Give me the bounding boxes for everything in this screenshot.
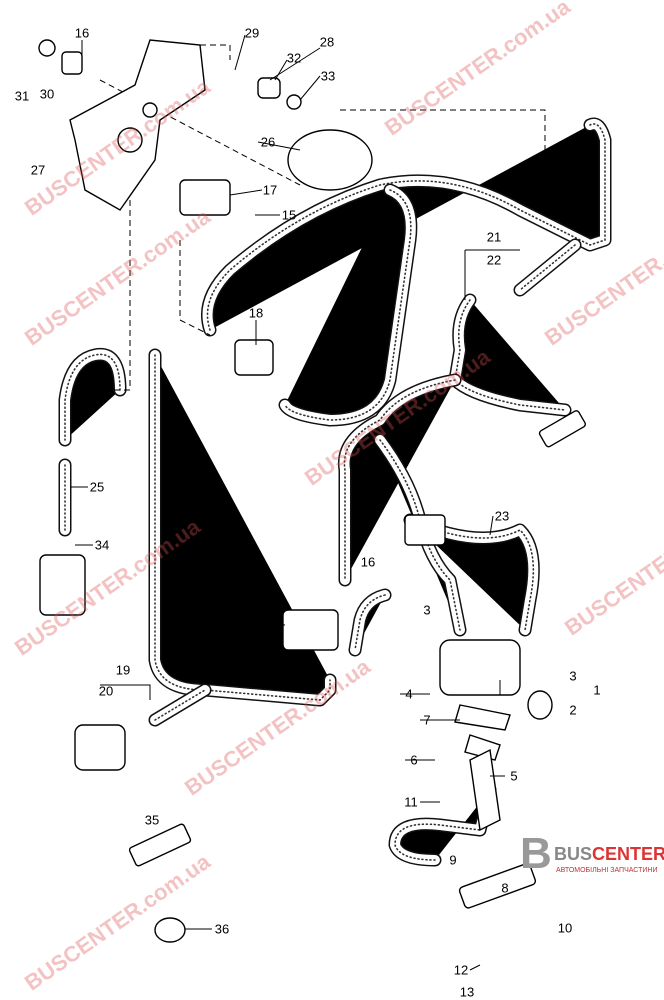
logo-b-mark: B bbox=[520, 829, 552, 878]
callout-number: 23 bbox=[494, 508, 510, 524]
solenoid-valve-17 bbox=[179, 179, 231, 216]
callout-number: 25 bbox=[89, 479, 105, 495]
callout-number: 9 bbox=[449, 852, 457, 868]
hose bbox=[379, 439, 461, 631]
callout-number: 21 bbox=[486, 229, 502, 245]
callout-number: 10 bbox=[557, 920, 573, 936]
callout-number: 16 bbox=[360, 554, 376, 570]
hose-render bbox=[58, 117, 612, 867]
callout-number: 13 bbox=[459, 984, 475, 1000]
callout-number: 27 bbox=[30, 162, 46, 178]
hose bbox=[519, 244, 576, 291]
callout-number: 29 bbox=[244, 25, 260, 41]
callout-number: 6 bbox=[410, 752, 418, 768]
callout-number: 26 bbox=[260, 134, 276, 150]
callout-number: 34 bbox=[94, 537, 110, 553]
hose bbox=[454, 299, 566, 411]
buscenter-logo: B BUSCENTER АВТОМОБІЛЬНІ ЗАПЧАСТИНИ bbox=[520, 832, 664, 882]
hose bbox=[354, 594, 386, 651]
hose bbox=[154, 354, 331, 701]
callout-number: 14 bbox=[247, 614, 263, 630]
callout-number: 2 bbox=[569, 702, 577, 718]
guide-lines bbox=[99, 44, 585, 391]
callout-number: 4 bbox=[405, 686, 413, 702]
pipe-connector bbox=[458, 863, 537, 909]
egr-valve bbox=[439, 639, 521, 696]
callout-number: 18 bbox=[248, 305, 264, 321]
bracket bbox=[69, 39, 206, 211]
callout-number: 5 bbox=[510, 768, 518, 784]
rubber-mount bbox=[61, 51, 83, 75]
pipe-5 bbox=[469, 748, 501, 832]
callout-number: 31 bbox=[14, 88, 30, 104]
callout-number: 1 bbox=[593, 682, 601, 698]
callout-number: 15 bbox=[281, 207, 297, 223]
hoses bbox=[65, 124, 605, 860]
callout-number: 33 bbox=[320, 68, 336, 84]
callout-number: 3 bbox=[569, 668, 577, 684]
hose bbox=[64, 353, 121, 441]
callout-number: 28 bbox=[319, 34, 335, 50]
callout-number: 3 bbox=[423, 602, 431, 618]
callout-number: 20 bbox=[98, 683, 114, 699]
valve-18 bbox=[234, 339, 274, 376]
logo-brand-red: CENTER bbox=[592, 844, 664, 864]
callout-number: 30 bbox=[39, 86, 55, 102]
hose bbox=[409, 519, 535, 631]
callout-number: 11 bbox=[404, 794, 418, 810]
hose bbox=[394, 789, 491, 861]
valve-14 bbox=[282, 609, 339, 651]
callout-number: 7 bbox=[423, 712, 431, 728]
callout-number: 16 bbox=[74, 25, 90, 41]
callout-number: 12 bbox=[453, 962, 469, 978]
hose bbox=[206, 123, 606, 331]
leader-lines bbox=[70, 34, 520, 971]
callout-number: 22 bbox=[486, 252, 502, 268]
hose bbox=[284, 189, 412, 421]
callout-number: 24 bbox=[500, 592, 516, 608]
callout-number: 8 bbox=[501, 880, 509, 896]
hose bbox=[343, 379, 456, 581]
callout-number: 19 bbox=[115, 662, 131, 678]
parts bbox=[38, 39, 587, 943]
callout-number: 15 bbox=[226, 646, 242, 662]
clip-35 bbox=[128, 823, 192, 867]
filter-20 bbox=[74, 724, 126, 771]
filter-34 bbox=[39, 554, 86, 616]
callout-number: 32 bbox=[286, 50, 302, 66]
callout-number: 17 bbox=[262, 182, 278, 198]
vacuum-unit bbox=[287, 129, 373, 191]
hose bbox=[154, 689, 206, 721]
logo-brand-gray: BUS bbox=[554, 844, 593, 864]
logo-tagline: АВТОМОБІЛЬНІ ЗАПЧАСТИНИ bbox=[556, 867, 658, 874]
callout-number: 35 bbox=[144, 812, 160, 828]
callout-number: 36 bbox=[214, 921, 230, 937]
